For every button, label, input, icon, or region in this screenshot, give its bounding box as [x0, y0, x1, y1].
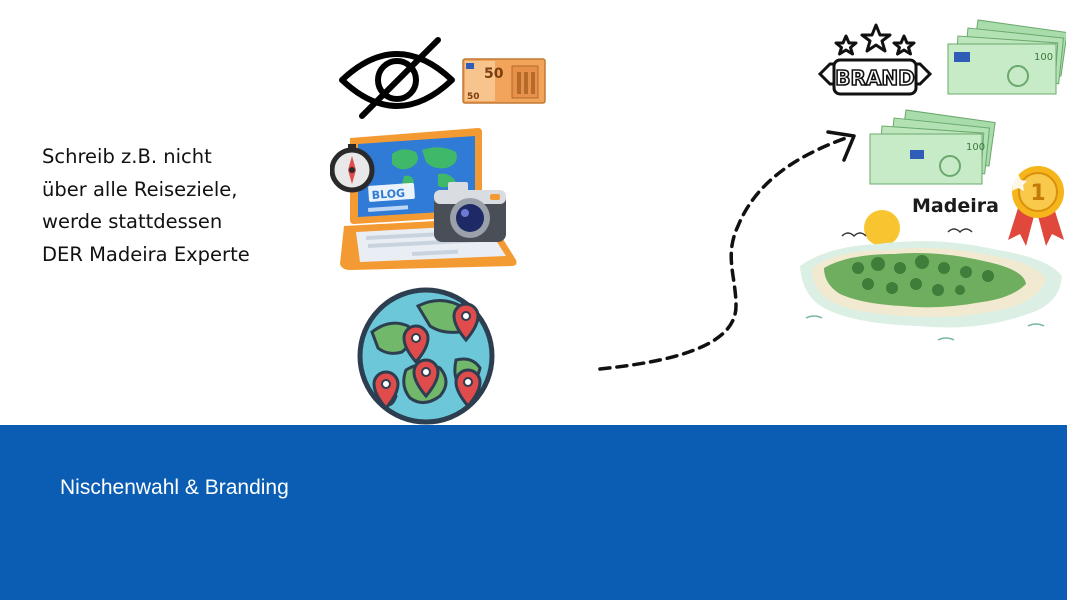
banknote-icon: 50 50 [462, 58, 546, 104]
map-pin-icon [372, 302, 482, 411]
banknote-stack-value: 100 [966, 142, 985, 153]
madeira-label: Madeira [912, 195, 999, 217]
brand-badge-text: BRAND [835, 66, 914, 90]
globe-pins-icon [357, 287, 495, 425]
body-line: werde stattdessen [42, 210, 223, 233]
banknote-stack-value: 100 [1034, 52, 1053, 63]
eye-slash-icon [339, 37, 455, 119]
laptop-blog-icon: BLOG [330, 128, 517, 270]
banknote-stack-icon: 100 [947, 19, 1066, 95]
dashed-arrow-icon [598, 130, 856, 371]
brand-badge-icon: BRAND [817, 23, 933, 96]
svg-text:BLOG: BLOG [371, 187, 405, 202]
body-text: Schreib z.B. nicht über alle Reiseziele,… [42, 141, 342, 271]
banknote-stack-icon: 100 [869, 109, 996, 185]
banknote-value-small: 50 [467, 92, 480, 102]
footer-band [0, 425, 1067, 600]
island-icon [800, 210, 1062, 341]
medal-icon: 1 [1008, 166, 1064, 246]
banknote-value: 50 [484, 66, 504, 82]
medal-number: 1 [1030, 181, 1045, 206]
star-icon [834, 23, 916, 56]
body-line: DER Madeira Experte [42, 242, 250, 266]
footer-title: Nischenwahl & Branding [60, 476, 289, 499]
body-line: Schreib z.B. nicht [42, 145, 212, 168]
sun-icon [864, 210, 900, 246]
body-line: über alle Reiseziele, [42, 177, 238, 201]
